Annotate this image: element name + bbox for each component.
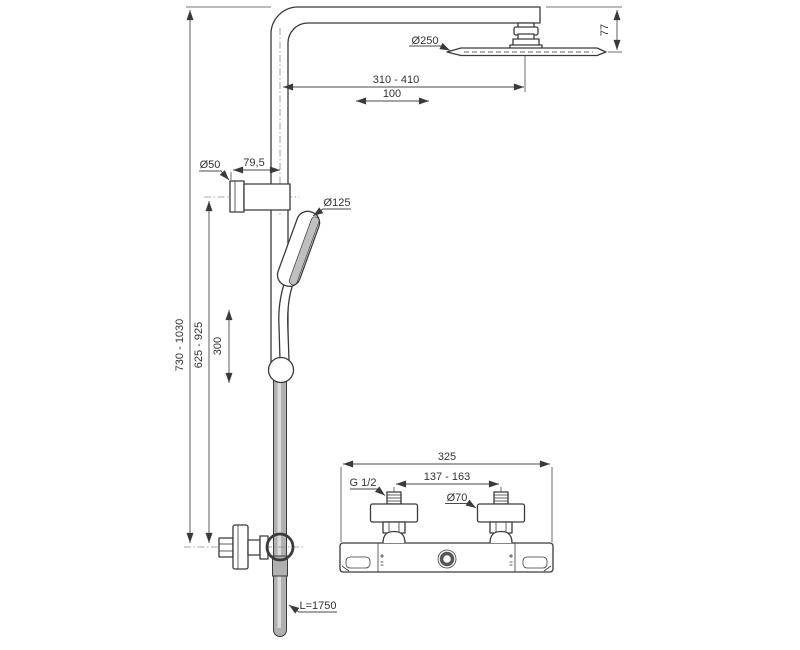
elbow-diameter-leader bbox=[199, 170, 230, 181]
rail-height-label: 625 - 925 bbox=[193, 322, 205, 368]
dimension-head-height: 77 bbox=[546, 6, 622, 53]
label-hose-length: L=1750 bbox=[288, 600, 337, 614]
dimension-elbow-offset: 79,5 bbox=[230, 157, 280, 180]
slider-travel-label: 300 bbox=[212, 337, 224, 355]
head-plate bbox=[446, 47, 607, 57]
label-head-diameter: Ø250 bbox=[409, 35, 451, 51]
head-travel-label: 100 bbox=[383, 88, 401, 100]
mixer-body bbox=[339, 542, 554, 573]
escutcheon-diameter-leader bbox=[445, 499, 477, 509]
shower-column bbox=[270, 6, 541, 372]
head-diameter-label: Ø250 bbox=[412, 35, 439, 47]
left-inlet-dome bbox=[382, 530, 406, 544]
label-escutcheon-diameter: Ø70 bbox=[445, 492, 477, 509]
left-inlet-escutcheon bbox=[369, 503, 419, 523]
column-height-label: 730 - 1030 bbox=[174, 319, 186, 372]
head-height-label: 77 bbox=[599, 24, 611, 36]
dimension-head-reach: 310 - 410 bbox=[283, 56, 526, 92]
hose-length-label: L=1750 bbox=[299, 600, 336, 612]
riser-pipe-outline bbox=[270, 6, 541, 372]
dimension-inlet-spacing: 137 - 163 bbox=[393, 471, 502, 492]
connector-hex-nut bbox=[218, 537, 234, 558]
dimension-head-travel: 100 bbox=[356, 88, 429, 105]
handspray-face bbox=[288, 216, 320, 286]
mixer-outlet-outer bbox=[437, 549, 457, 569]
elbow-body bbox=[243, 183, 291, 211]
dimension-column-height: 730 - 1030 bbox=[174, 6, 271, 543]
dimension-rail-height: 625 - 925 bbox=[193, 201, 213, 543]
head-diameter-leader bbox=[409, 42, 451, 51]
handspray-diameter-label: Ø125 bbox=[324, 197, 351, 209]
handspray-handle bbox=[278, 280, 293, 361]
connector-ball-joint bbox=[265, 532, 295, 562]
mixer-left-handle-corner bbox=[341, 565, 350, 572]
hose-outlet-elbow bbox=[204, 180, 299, 213]
elbow-offset-label: 79,5 bbox=[243, 157, 264, 169]
label-elbow-diameter: Ø50 bbox=[199, 159, 230, 181]
label-handspray-diameter: Ø125 bbox=[312, 197, 351, 217]
inlet-thread-label: G 1/2 bbox=[350, 477, 377, 489]
hose-highlight bbox=[277, 370, 281, 628]
mixer-valve bbox=[339, 491, 554, 573]
head-reach-label: 310 - 410 bbox=[373, 74, 419, 86]
hand-shower bbox=[276, 210, 321, 361]
mixer-width-label: 325 bbox=[438, 451, 456, 463]
hose-length-leader bbox=[288, 604, 337, 614]
inlet-thread-leader bbox=[350, 486, 386, 496]
elbow-diameter-label: Ø50 bbox=[200, 159, 221, 171]
inlet-spacing-label: 137 - 163 bbox=[424, 471, 470, 483]
mixer-left-inlet bbox=[369, 491, 419, 544]
mixer-right-handle-corner bbox=[543, 565, 552, 572]
dimension-mixer-width: 325 bbox=[340, 451, 553, 542]
mixer-right-handle bbox=[522, 556, 548, 569]
mixer-outlet-ring bbox=[439, 551, 455, 567]
mixer-left-scale-icon bbox=[380, 554, 384, 566]
dimension-slider-travel: 300 bbox=[212, 310, 233, 383]
mixer-right-inlet bbox=[476, 491, 526, 544]
mixer-left-handle bbox=[345, 556, 371, 569]
handspray-diameter-leader bbox=[312, 207, 351, 217]
hose-collar bbox=[272, 555, 288, 577]
mixer-right-scale-icon bbox=[509, 554, 513, 566]
connector-shaft bbox=[247, 539, 261, 556]
escutcheon-diameter-label: Ø70 bbox=[447, 492, 468, 504]
overhead-shower bbox=[446, 22, 607, 57]
wall-connector bbox=[184, 524, 304, 570]
elbow-escutcheon bbox=[229, 180, 245, 213]
slider-holder-ball bbox=[267, 356, 295, 384]
right-inlet-escutcheon bbox=[476, 503, 526, 523]
right-inlet-dome bbox=[489, 530, 513, 544]
connector-escutcheon bbox=[232, 524, 249, 570]
label-inlet-thread: G 1/2 bbox=[350, 477, 386, 496]
shower-hose bbox=[272, 365, 288, 637]
